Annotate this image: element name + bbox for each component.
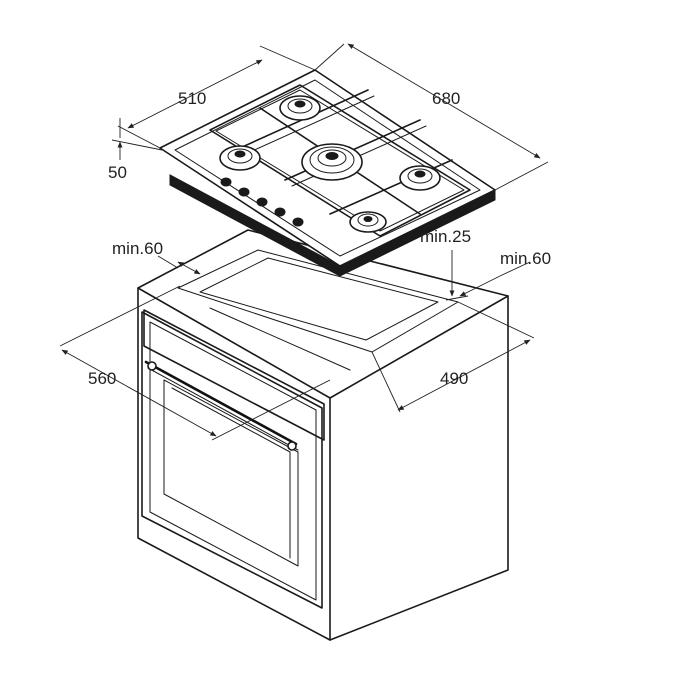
label-490: 490 (440, 369, 468, 388)
label-50: 50 (108, 163, 127, 182)
label-min60-right: min.60 (500, 249, 551, 268)
knob-1 (220, 177, 232, 187)
dim-line-min60-right (459, 275, 501, 297)
oven-frame (149, 321, 317, 601)
oven-control-panel (143, 309, 325, 441)
handle-end-right (287, 441, 297, 451)
cutout-inner-edge (199, 257, 439, 341)
knob-3 (256, 197, 268, 207)
label-min25: min.25 (420, 227, 471, 246)
label-510: 510 (178, 89, 206, 108)
handle-end-left (147, 361, 157, 371)
burner-front-left (219, 145, 261, 171)
label-680: 680 (432, 89, 460, 108)
dim-line-490 (397, 339, 531, 411)
dim-line-510 (127, 59, 263, 129)
knob-5 (292, 217, 304, 227)
burner-back-right (399, 165, 441, 191)
burner-back-left (279, 95, 321, 121)
dim-line-680 (347, 43, 541, 159)
dim-line-min60-left (157, 255, 179, 269)
grate-outline (209, 84, 471, 237)
grate-outline-inner (215, 89, 465, 232)
knob-4 (274, 207, 286, 217)
control-knobs (220, 177, 304, 227)
dimension-lines (59, 43, 549, 441)
oven-door-window (163, 379, 299, 567)
cutout-front-lip (209, 307, 351, 371)
dimension-labels: 510 680 50 min.60 min.25 min.60 560 490 (88, 89, 551, 388)
burner-front-right (349, 211, 387, 233)
label-min60-left: min.60 (112, 239, 163, 258)
dim-line-560 (61, 349, 217, 437)
hob-glass-border (174, 79, 481, 257)
knob-2 (238, 187, 250, 197)
label-560: 560 (88, 369, 116, 388)
burner-center-wok (301, 143, 363, 181)
